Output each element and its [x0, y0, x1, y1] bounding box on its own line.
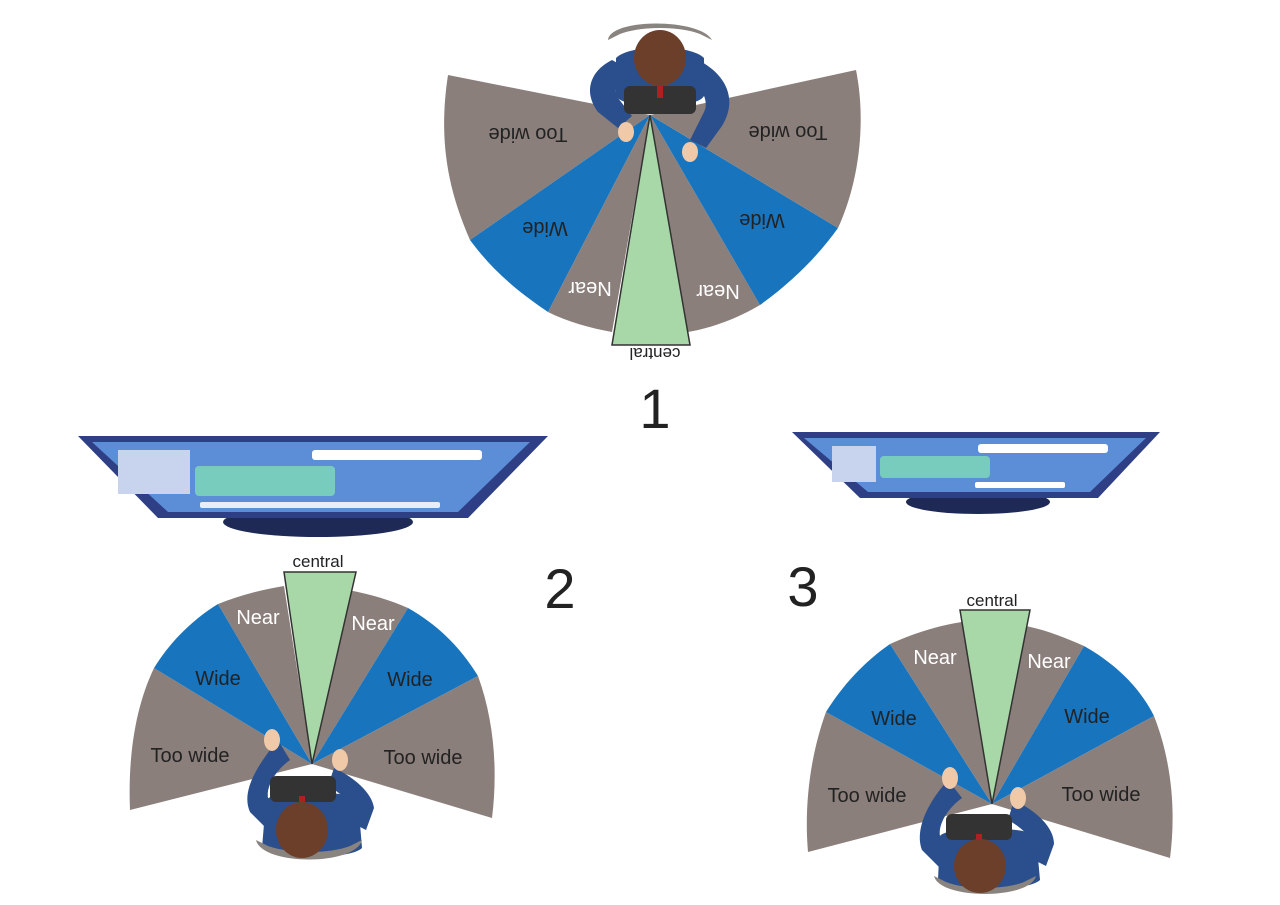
chair-back — [934, 876, 1036, 894]
zone-label-too-wide-left: Too wide — [828, 785, 907, 807]
wide-zone-right — [992, 646, 1154, 804]
head — [634, 30, 686, 86]
zone-label-near-right: Near — [1027, 651, 1071, 673]
near-zone-right — [992, 626, 1084, 804]
near-zone-left — [548, 115, 650, 332]
diagram-number-2: 2 — [544, 557, 575, 620]
hand-left — [942, 767, 958, 789]
too-wide-zone-left — [444, 75, 650, 240]
chair-seat — [624, 86, 696, 114]
monitor-3 — [792, 432, 1160, 514]
wide-zone-right — [650, 115, 838, 305]
diagram-2: central Near Near Wide Wide Too wide Too… — [78, 436, 576, 860]
person-1 — [590, 23, 730, 162]
chair-seat — [270, 776, 336, 802]
person-2 — [247, 729, 374, 860]
suit-arm-left — [247, 740, 290, 830]
hand-right — [332, 749, 348, 771]
tie — [299, 796, 305, 806]
central-label: central — [966, 591, 1017, 610]
zone-label-near-left: Near — [568, 277, 612, 299]
central-zone — [959, 609, 1031, 805]
near-zone-right — [650, 115, 760, 332]
screen-sidebar — [118, 450, 190, 494]
tie — [976, 834, 982, 844]
screen-bar — [312, 450, 482, 460]
screen-panel — [195, 466, 335, 496]
diagram-1: Too wide Too wide Wide Wide Near Near ce… — [444, 23, 861, 440]
zone-label-wide-left: Wide — [195, 668, 241, 690]
zone-label-wide-right: Wide — [387, 669, 433, 691]
hand-right — [1010, 787, 1026, 809]
head — [954, 839, 1006, 893]
wide-zone-left — [826, 644, 992, 804]
person-3 — [919, 767, 1054, 894]
central-zone — [283, 571, 357, 765]
zone-label-too-wide-right: Too wide — [1062, 784, 1141, 806]
zone-label-wide-right: Wide — [739, 209, 785, 231]
zone-label-wide-left: Wide — [522, 217, 568, 239]
screen-bar-bottom — [200, 502, 440, 508]
zone-label-too-wide-left: Too wide — [489, 123, 568, 145]
screen-panel — [880, 456, 990, 478]
chair-seat — [946, 814, 1012, 840]
zone-label-too-wide-left: Too wide — [151, 745, 230, 767]
chair-back — [608, 23, 712, 40]
too-wide-zone-right — [992, 716, 1173, 858]
hand-right — [682, 142, 698, 162]
zone-label-too-wide-right: Too wide — [749, 121, 828, 143]
too-wide-zone-right — [312, 676, 495, 818]
head — [276, 802, 328, 858]
monitor-2 — [78, 436, 548, 537]
central-zone — [611, 114, 691, 346]
diagram-number-3: 3 — [787, 555, 818, 618]
diagram-number-1: 1 — [639, 377, 670, 440]
near-zone-left — [218, 586, 312, 764]
zone-label-wide-left: Wide — [871, 708, 917, 730]
zone-label-near-left: Near — [913, 647, 957, 669]
diagram-3: central Near Near Wide Wide Too wide Too… — [787, 432, 1173, 894]
hand-left — [618, 122, 634, 142]
zone-label-wide-right: Wide — [1064, 706, 1110, 728]
wide-zone-left — [470, 115, 650, 312]
central-label: central — [292, 552, 343, 571]
hand-left — [264, 729, 280, 751]
screen-sidebar — [832, 446, 876, 482]
zone-label-near-left: Near — [236, 607, 280, 629]
chair-back — [256, 840, 362, 860]
near-zone-right — [312, 590, 408, 764]
too-wide-zone-left — [806, 712, 992, 852]
wide-zone-left — [154, 604, 312, 764]
zone-label-near-right: Near — [696, 280, 740, 302]
tie — [657, 86, 663, 98]
screen-bar — [978, 444, 1108, 453]
zone-label-near-right: Near — [351, 613, 395, 635]
too-wide-zone-right — [650, 70, 861, 228]
central-label: central — [629, 344, 680, 363]
zone-label-too-wide-right: Too wide — [384, 747, 463, 769]
near-zone-left — [890, 622, 992, 804]
screen-bar-bottom — [975, 482, 1065, 488]
wide-zone-right — [312, 608, 478, 764]
suit-arm-left — [919, 780, 962, 868]
